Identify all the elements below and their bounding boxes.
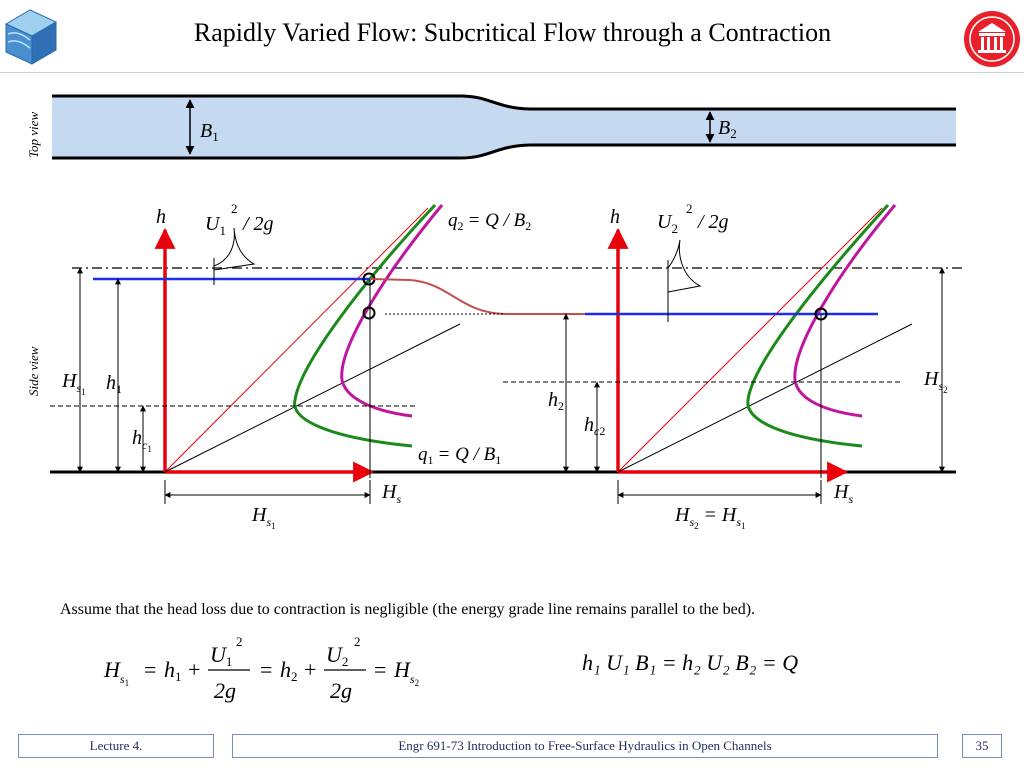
svg-text:2: 2 [686, 201, 693, 216]
channel-bank-top [52, 94, 956, 111]
velocity-profile-1 [213, 227, 256, 271]
svg-text:2: 2 [354, 634, 361, 649]
svg-text:/ 2g: / 2g [697, 211, 729, 233]
label-B1: B1 [200, 120, 219, 144]
svg-text:h2: h2 [280, 657, 298, 684]
svg-text:h2: h2 [548, 389, 564, 413]
svg-text:Hs1: Hs1 [61, 370, 86, 397]
line-45deg-left [164, 207, 429, 473]
svg-text:h: h [156, 206, 166, 228]
left-energy-diagram: h U1 2 / 2g q2= Q / B2 q1= Q / B1 Hs1 h1… [50, 201, 531, 531]
assumption-text: Assume that the head loss due to contrac… [60, 601, 756, 618]
svg-text:/ 2g: / 2g [242, 213, 274, 235]
critical-line-left [164, 323, 461, 473]
curve-q2 [340, 204, 444, 418]
svg-text:=: = [144, 657, 156, 682]
svg-text:q2= Q / B2: q2= Q / B2 [448, 210, 531, 233]
svg-text:U1: U1 [210, 642, 232, 669]
critical-line-right [617, 323, 913, 473]
svg-text:2: 2 [231, 201, 238, 216]
continuity-equation: h₁ U₁ B₁ = h₂ U₂ B₂ = Q [582, 650, 799, 675]
channel-bank-bottom [52, 143, 956, 160]
svg-text:Hs1: Hs1 [103, 657, 129, 688]
water-surface-transition [369, 278, 585, 315]
curve-q2-right [793, 204, 897, 418]
label-B2: B2 [718, 117, 737, 141]
svg-text:=: = [260, 657, 272, 682]
svg-text:U2: U2 [657, 211, 678, 236]
svg-text:h: h [610, 206, 620, 228]
energy-equation: Hs1 = h1 + U1 2 2g = h2 + U2 2 2g = Hs2 [103, 634, 419, 703]
contraction-diagram: B1 B2 Top view Side view h U1 2 / 2g q2=… [26, 94, 965, 531]
university-seal-icon [964, 11, 1020, 67]
svg-text:2g: 2g [330, 678, 352, 703]
svg-text:Hs: Hs [833, 481, 853, 506]
footer-lecture: Lecture 4. [18, 734, 214, 758]
line-45deg-right [617, 207, 883, 473]
top-view: B1 B2 Top view [26, 94, 956, 160]
slide-header: Rapidly Varied Flow: Subcritical Flow th… [0, 0, 1024, 72]
point-h2 [814, 307, 828, 321]
svg-text:+: + [188, 657, 200, 682]
svg-text:Hs2: Hs2 [923, 368, 948, 395]
svg-text:q1= Q / B1: q1= Q / B1 [418, 444, 501, 467]
svg-text:2: 2 [236, 634, 243, 649]
svg-text:+: + [304, 657, 316, 682]
footer-page-number: 35 [962, 734, 1002, 758]
channel-plan [52, 96, 956, 158]
cube-water-logo-icon [4, 9, 58, 65]
svg-text:Hs2=Hs1: Hs2=Hs1 [674, 504, 746, 531]
svg-text:U2: U2 [326, 642, 348, 669]
svg-text:Hs1: Hs1 [251, 504, 276, 531]
right-energy-diagram: h U2 2 / 2g h2 hc2 Hs2 Hs Hs2=Hs1 [503, 201, 948, 531]
header-divider [0, 72, 1024, 73]
svg-text:Hs: Hs [381, 481, 401, 506]
svg-text:h1: h1 [164, 657, 182, 684]
svg-text:Hs2: Hs2 [393, 657, 419, 688]
curve-q1-right [746, 203, 890, 448]
curve-q1 [293, 203, 437, 448]
side-view-label: Side view [26, 346, 41, 396]
svg-text:U1: U1 [205, 213, 226, 238]
top-view-label: Top view [26, 112, 41, 158]
svg-text:hc1: hc1 [132, 427, 152, 454]
svg-text:hc2: hc2 [584, 414, 605, 438]
velocity-profile-2 [667, 239, 702, 293]
svg-text:2g: 2g [214, 678, 236, 703]
footer-course-title: Engr 691-73 Introduction to Free-Surface… [232, 734, 938, 758]
point-h1-q2 [362, 306, 376, 320]
svg-text:h1: h1 [106, 372, 122, 396]
slide-title: Rapidly Varied Flow: Subcritical Flow th… [193, 18, 832, 47]
svg-text:=: = [374, 657, 386, 682]
